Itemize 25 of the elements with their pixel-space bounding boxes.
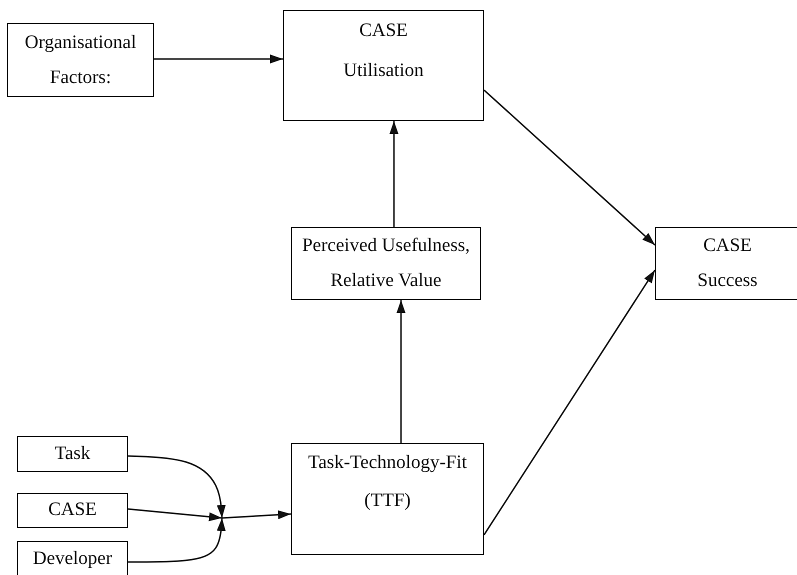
factor-box: [7, 23, 154, 97]
arrow: [222, 510, 292, 520]
box-label: CASE Utilisation: [342, 19, 425, 83]
box-label: Perceived Usefulness, Relative Value: [301, 234, 471, 293]
arrow: [483, 270, 656, 536]
box-label: Task: [54, 442, 90, 466]
factor-box: [283, 10, 484, 121]
factor-box: [291, 443, 484, 555]
box-label: Developer: [32, 548, 112, 570]
arrow: [128, 455, 226, 518]
box-label: CASE: [48, 499, 97, 522]
box-label: Organisational Factors:: [24, 31, 138, 90]
factor-box: [291, 227, 481, 300]
box-label: Task-Technology-Fit (TTF): [307, 451, 468, 513]
arrow: [154, 54, 283, 64]
factor-box: [17, 436, 128, 472]
arrow: [396, 300, 406, 443]
factor-box: [17, 541, 128, 575]
arrow: [484, 89, 656, 246]
box-label: CASE Success: [696, 234, 759, 293]
arrow: [128, 518, 226, 563]
arrow: [389, 121, 398, 227]
factor-box: [17, 493, 128, 528]
arrow: [128, 508, 222, 522]
factor-box: [655, 227, 797, 300]
